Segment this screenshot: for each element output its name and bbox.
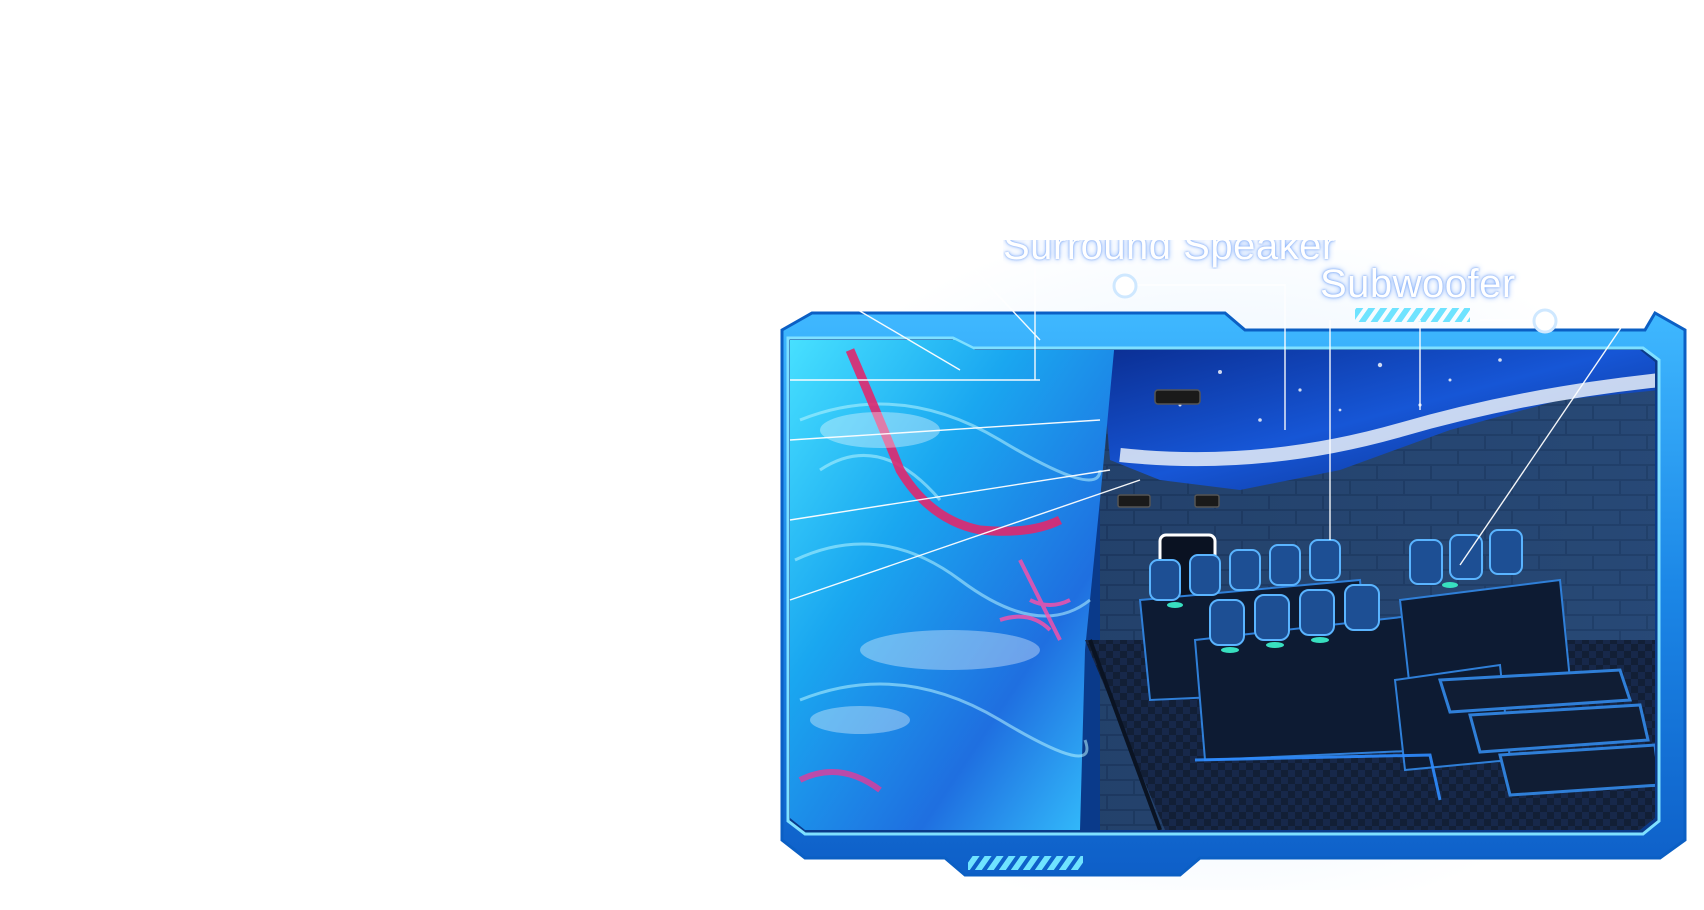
projection-screen — [790, 340, 1115, 830]
stairs — [1437, 668, 1655, 797]
stripe-accent-bottom — [968, 856, 1083, 870]
stripe-accent-top — [1355, 308, 1470, 322]
surround-speaker-label: Surround Speaker — [1003, 224, 1336, 268]
theater-room — [790, 340, 1655, 830]
projectors — [1117, 389, 1220, 508]
callout-dot-left — [1112, 273, 1138, 299]
callout-lines — [789, 250, 1651, 601]
callout-dot-right — [1532, 308, 1558, 334]
subwoofer-label: Subwoofer — [1320, 262, 1516, 306]
